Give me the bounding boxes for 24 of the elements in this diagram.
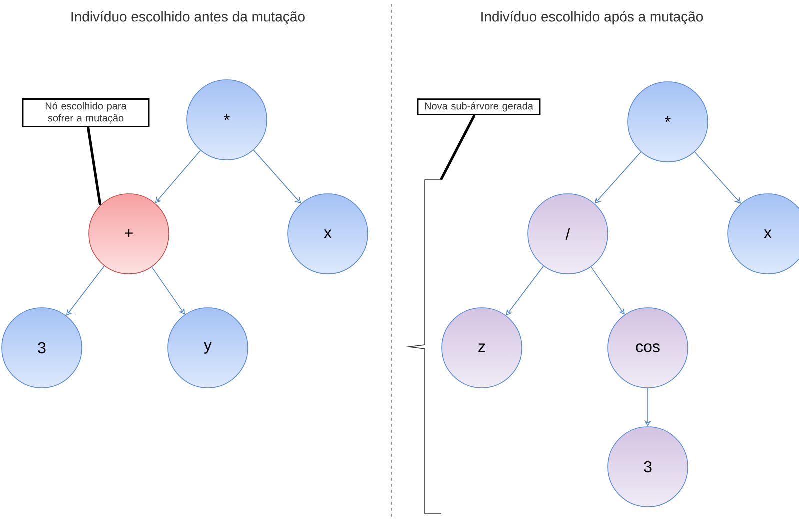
callout-box: Nova sub-árvore gerada: [417, 98, 541, 116]
arrow: [152, 266, 185, 315]
tree-node: 3: [2, 308, 82, 388]
heading: Indivíduo escolhido antes da mutação: [72, 11, 305, 25]
tree-node: +: [88, 194, 170, 274]
heading: Indivíduo escolhido após a mutação: [482, 11, 704, 25]
tree-node: y: [168, 308, 248, 388]
tree-node: x: [288, 194, 368, 274]
tree-node: *: [628, 82, 708, 162]
tree-node: z: [442, 308, 522, 388]
arrow: [253, 150, 302, 204]
leader-line: [440, 114, 476, 180]
arrow: [66, 266, 105, 316]
leader-line: [86, 127, 102, 206]
callout-box: Nó escolhido para sofrer a mutação: [22, 98, 150, 128]
tree-node: 3: [608, 426, 688, 508]
tree-node: cos: [608, 308, 688, 388]
tree-node: x: [728, 194, 799, 274]
arrow: [506, 266, 544, 316]
arrow: [155, 150, 202, 204]
curly-bracket: [406, 180, 442, 514]
tree-node: /: [528, 194, 608, 274]
arrow: [590, 266, 625, 315]
tree-node: *: [186, 80, 268, 160]
